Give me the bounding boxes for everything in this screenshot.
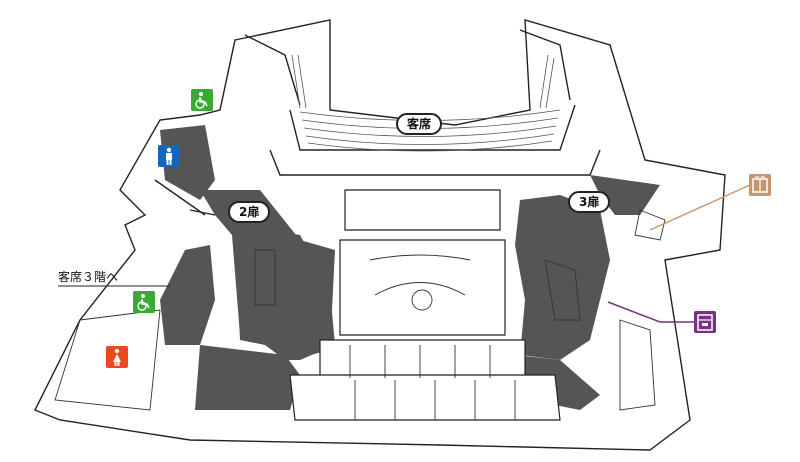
walkable-floor (160, 125, 660, 410)
mens-restroom-icon (158, 145, 180, 167)
door-2-label: 2扉 (228, 201, 271, 223)
elevator-icon (749, 174, 771, 196)
womens-restroom-icon (106, 346, 128, 368)
seating-rows (291, 54, 561, 152)
coin-locker-icon (694, 311, 716, 333)
building-outline (34, 19, 726, 451)
to-3f-seats-label: 客席３階へ (58, 270, 119, 284)
seats-label: 客席 (396, 113, 443, 135)
interior-detail (54, 209, 666, 420)
wheelchair-accessible-icon (191, 89, 213, 111)
locker-leader-line (607, 301, 700, 323)
elevator-leader-line (649, 184, 751, 231)
door-3-label: 3扉 (568, 191, 611, 213)
interior-structure (289, 189, 561, 421)
leader-lines (58, 184, 751, 323)
wheelchair-accessible-icon (133, 291, 155, 313)
